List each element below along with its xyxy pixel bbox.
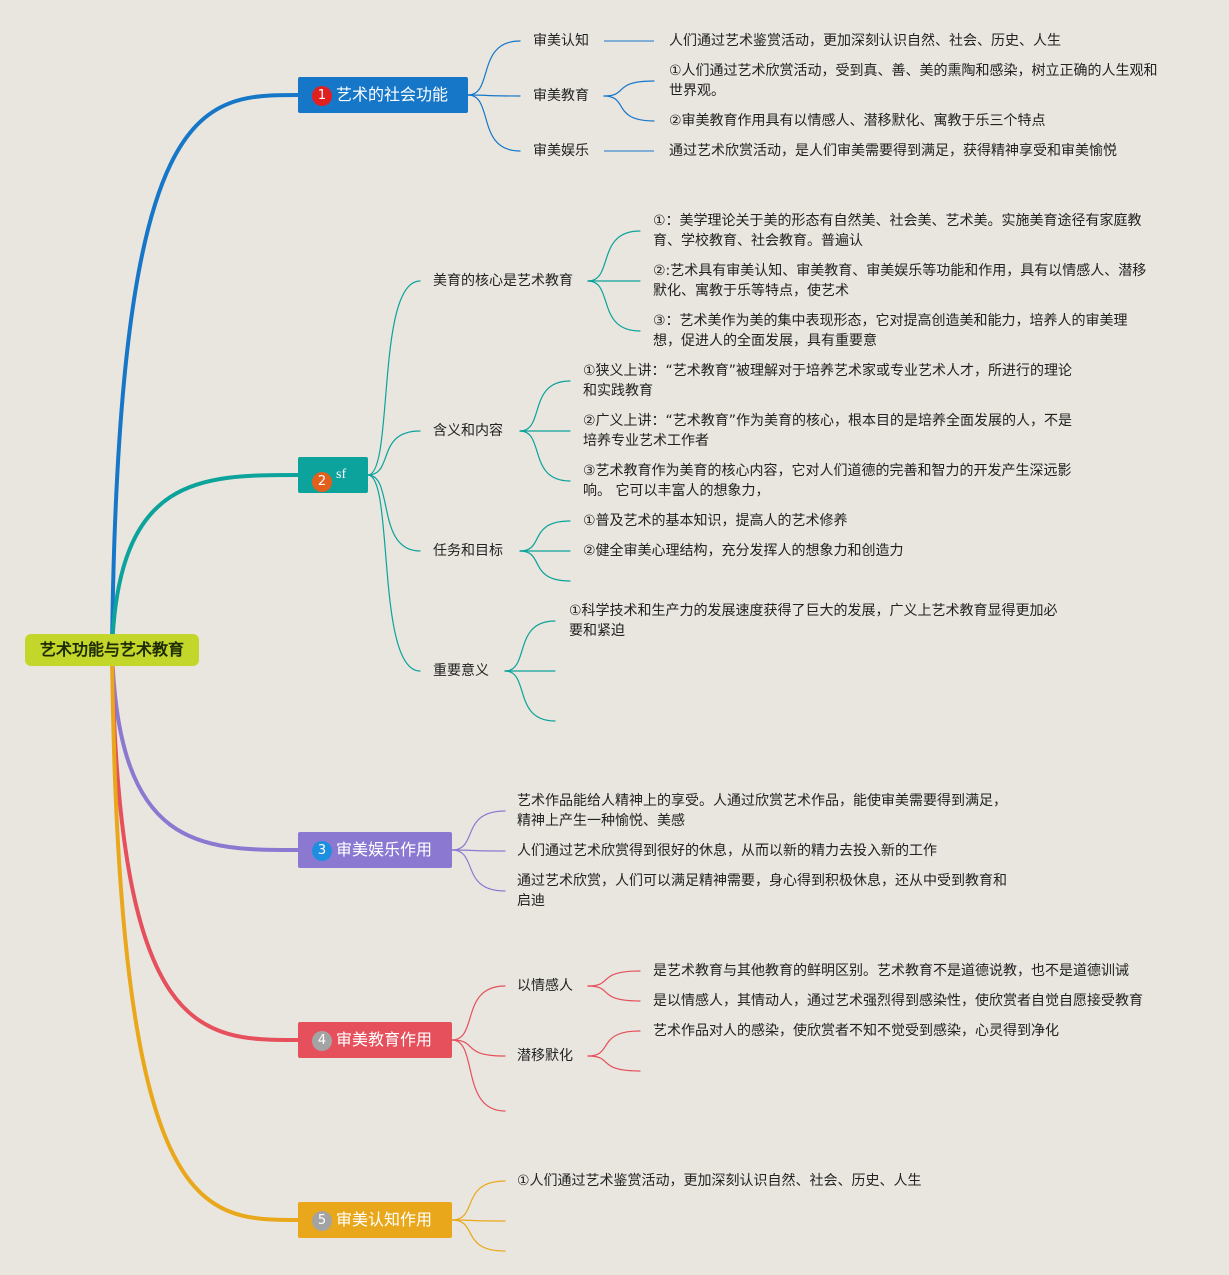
b2-c1-label[interactable]: 美育的核心是艺术教育 bbox=[433, 273, 573, 289]
b1-c2-label[interactable]: 审美教育 bbox=[533, 88, 589, 104]
b2-c2-label[interactable]: 含义和内容 bbox=[433, 423, 503, 439]
badge-4: 4 bbox=[312, 1031, 332, 1051]
edge-b2-c1-item1 bbox=[587, 230, 641, 282]
badge-5: 5 bbox=[312, 1211, 332, 1231]
edge-b4-c1 bbox=[451, 985, 506, 1041]
edge-b3-item2 bbox=[451, 849, 506, 852]
b3-item-2[interactable]: 人们通过艺术欣赏得到很好的休息，从而以新的精力去投入新的工作 bbox=[517, 843, 937, 859]
edge-b4-c3 bbox=[451, 1039, 506, 1112]
edge-b1-c2 bbox=[467, 94, 521, 97]
edge-b4-c2-item1 bbox=[587, 1030, 641, 1057]
b4-c2-item-1[interactable]: 艺术作品对人的感染，使欣赏者不知不觉受到感染，心灵得到净化 bbox=[653, 1023, 1059, 1039]
edge-root-b5 bbox=[110, 648, 300, 1222]
edge-b3-item1 bbox=[451, 810, 506, 851]
edge-root-b1 bbox=[110, 93, 300, 652]
branch-2-node[interactable]: 2 sf bbox=[298, 457, 368, 493]
branch-5-label: 审美认知作用 bbox=[336, 1210, 433, 1229]
b4-c1-label[interactable]: 以情感人 bbox=[517, 978, 573, 994]
b2-c4-label[interactable]: 重要意义 bbox=[433, 663, 489, 679]
edge-b4-c2 bbox=[451, 1039, 506, 1057]
edge-root-b2 bbox=[110, 473, 300, 652]
edge-b2-c3 bbox=[367, 474, 421, 552]
b4-c2-label[interactable]: 潜移默化 bbox=[517, 1048, 573, 1064]
edge-b1-c2-item2 bbox=[603, 95, 655, 122]
b2-c1-item-2[interactable]: ②:艺术具有审美认知、审美教育、审美娱乐等功能和作用，具有以情感人、潜移默化、寓… bbox=[653, 263, 1147, 299]
edge-b2-c1-item3 bbox=[587, 280, 641, 332]
b2-c2-item-3[interactable]: ③艺术教育作为美育的核心内容，它对人们道德的完善和智力的开发产生深远影响。 它可… bbox=[583, 463, 1072, 499]
edge-b2-c3-item1 bbox=[519, 520, 571, 552]
badge-3: 3 bbox=[312, 841, 332, 861]
edge-b5-item3 bbox=[451, 1219, 506, 1252]
b1-c3-item-1[interactable]: 通过艺术欣赏活动，是人们审美需要得到满足，获得精神享受和审美愉悦 bbox=[669, 143, 1117, 159]
b2-c2-item-1[interactable]: ①狭义上讲：“艺术教育”被理解对于培养艺术家或专业艺术人才，所进行的理论和实践教… bbox=[583, 363, 1073, 399]
b2-c1-item-3[interactable]: ③：艺术美作为美的集中表现形态，它对提高创造美和能力，培养人的审美理想，促进人的… bbox=[653, 313, 1128, 349]
b1-c1-label[interactable]: 审美认知 bbox=[533, 33, 589, 49]
edge-b2-c2-item1 bbox=[519, 380, 571, 432]
b3-item-1[interactable]: 艺术作品能给人精神上的享受。人通过欣赏艺术作品，能使审美需要得到满足，精神上产生… bbox=[517, 793, 1007, 829]
edge-b4-c2-item2 bbox=[587, 1055, 641, 1072]
edge-b5-item2 bbox=[451, 1219, 506, 1222]
edge-b2-c4-item3 bbox=[504, 670, 556, 722]
edge-b2-c4 bbox=[367, 474, 421, 672]
b1-c1-item-1[interactable]: 人们通过艺术鉴赏活动，更加深刻认识自然、社会、历史、人生 bbox=[669, 33, 1061, 49]
branch-2-label: sf bbox=[336, 467, 347, 482]
b2-c1-item-1[interactable]: ①：美学理论关于美的形态有自然美、社会美、艺术美。实施美育途径有家庭教育、学校教… bbox=[653, 213, 1142, 249]
edge-b2-c2 bbox=[367, 430, 421, 476]
edge-b1-c3 bbox=[467, 94, 521, 152]
b2-c4-item-1[interactable]: ①科学技术和生产力的发展速度获得了巨大的发展，广义上艺术教育显得更加必要和紧迫 bbox=[569, 603, 1058, 639]
b2-c2-item-2[interactable]: ②广义上讲：“艺术教育”作为美育的核心，根本目的是培养全面发展的人，不是培养专业… bbox=[583, 413, 1073, 449]
badge-2: 2 bbox=[312, 472, 332, 492]
b4-c1-item-2[interactable]: 是以情感人，其情动人，通过艺术强烈得到感染性，使欣赏者自觉自愿接受教育 bbox=[653, 993, 1143, 1009]
branch-3-label: 审美娱乐作用 bbox=[336, 840, 433, 859]
b5-item-1[interactable]: ①人们通过艺术鉴赏活动，更加深刻认识自然、社会、历史、人生 bbox=[517, 1173, 922, 1189]
edge-b4-c1-item2 bbox=[587, 985, 641, 1002]
b1-c2-item-1[interactable]: ①人们通过艺术欣赏活动，受到真、善、美的熏陶和感染，树立正确的人生观和世界观。 bbox=[669, 63, 1158, 99]
b3-item-3[interactable]: 通过艺术欣赏，人们可以满足精神需要，身心得到积极休息，还从中受到教育和启迪 bbox=[517, 873, 1007, 909]
edge-root-b3 bbox=[110, 648, 300, 852]
edge-b5-item1 bbox=[451, 1180, 506, 1221]
edge-b2-c1 bbox=[367, 280, 421, 476]
edge-b1-c2-item1 bbox=[603, 80, 655, 97]
edge-b1-c1 bbox=[467, 40, 521, 96]
branch-4-label: 审美教育作用 bbox=[336, 1030, 433, 1049]
b1-c2-item-2[interactable]: ②审美教育作用具有以情感人、潜移默化、寓教于乐三个特点 bbox=[669, 113, 1046, 129]
b4-c1-item-1[interactable]: 是艺术教育与其他教育的鲜明区别。艺术教育不是道德说教，也不是道德训诫 bbox=[653, 963, 1129, 979]
edge-b2-c2-item3 bbox=[519, 430, 571, 482]
b2-c3-label[interactable]: 任务和目标 bbox=[433, 543, 503, 559]
edge-b4-c1-item1 bbox=[587, 970, 641, 987]
edge-root-b4 bbox=[110, 648, 300, 1042]
b2-c3-item-1[interactable]: ①普及艺术的基本知识，提高人的艺术修养 bbox=[583, 513, 848, 529]
edge-b2-c3-item3 bbox=[519, 550, 571, 582]
root-node[interactable]: 艺术功能与艺术教育 bbox=[25, 634, 199, 666]
b1-c3-label[interactable]: 审美娱乐 bbox=[533, 143, 589, 159]
b2-c3-item-2[interactable]: ②健全审美心理结构，充分发挥人的想象力和创造力 bbox=[583, 543, 904, 559]
edge-b2-c4-item1 bbox=[504, 620, 556, 672]
badge-1: 1 bbox=[312, 86, 332, 106]
edge-b3-item3 bbox=[451, 849, 506, 892]
branch-1-label: 艺术的社会功能 bbox=[336, 85, 449, 104]
